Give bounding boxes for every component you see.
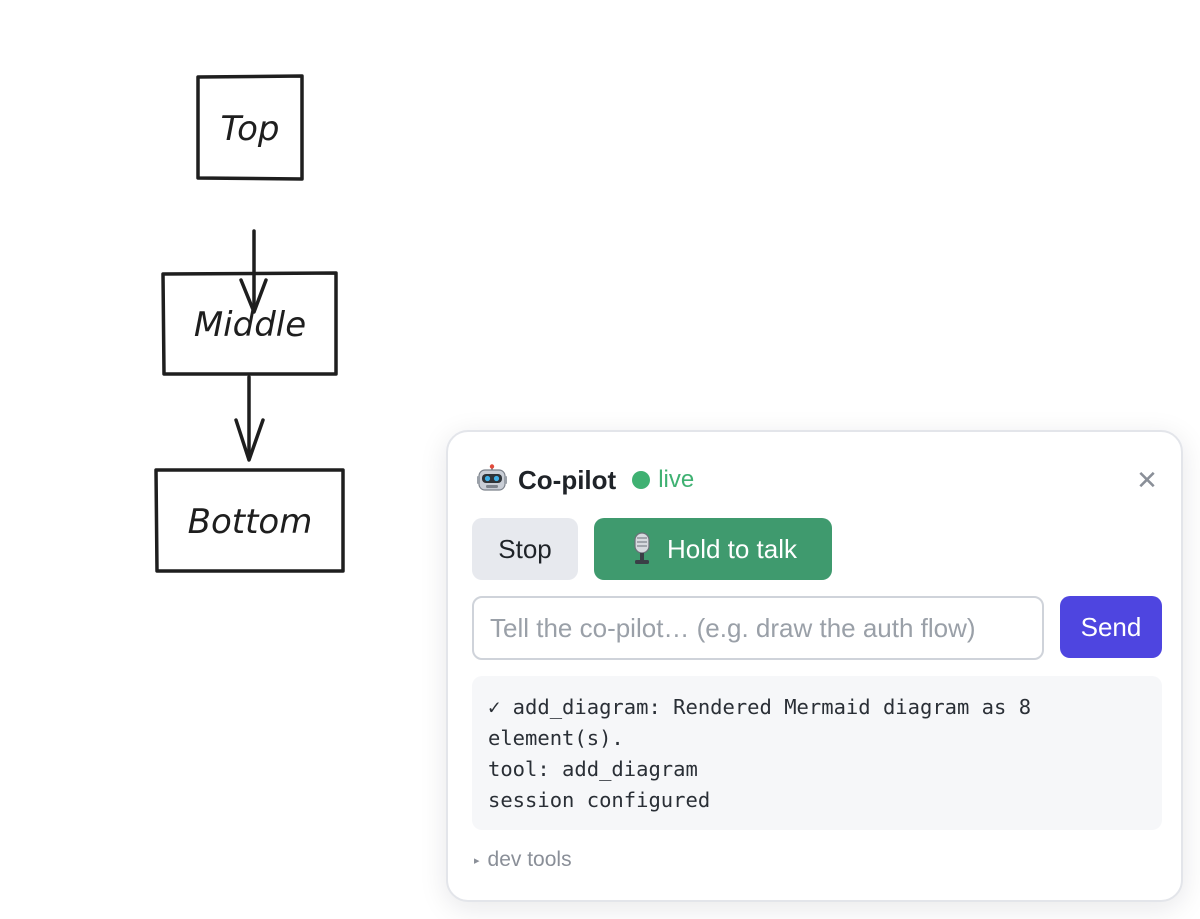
robot-icon	[474, 462, 510, 498]
log-line: session configured	[488, 788, 711, 812]
log-line: ✓ add_diagram: Rendered Mermaid diagram …	[488, 695, 1044, 750]
copilot-title: Co-pilot	[518, 464, 617, 495]
dev-tools-label: dev tools	[487, 848, 572, 871]
activity-log: ✓ add_diagram: Rendered Mermaid diagram …	[472, 676, 1162, 830]
diagram-node-bottom[interactable]: Bottom	[154, 468, 345, 573]
copilot-panel: Co-pilot live ✕ Stop Hold to talk Send	[446, 430, 1183, 902]
live-status-text: live	[658, 466, 695, 493]
prompt-row: Send	[472, 596, 1162, 660]
copilot-header: Co-pilot live	[474, 462, 694, 498]
diagram-node-middle[interactable]: Middle	[161, 271, 338, 376]
send-button[interactable]: Send	[1060, 596, 1162, 658]
node-label-bottom: Bottom	[188, 502, 313, 542]
disclosure-triangle-icon: ▸	[474, 854, 480, 867]
log-line: tool: add_diagram	[488, 757, 698, 781]
stop-button[interactable]: Stop	[472, 518, 578, 580]
node-label-middle: Middle	[194, 305, 306, 345]
arrow-top-to-middle[interactable]	[239, 229, 268, 314]
copilot-prompt-input[interactable]	[472, 596, 1044, 660]
hold-to-talk-label: Hold to talk	[666, 533, 798, 564]
microphone-icon	[629, 532, 655, 566]
voice-controls: Stop Hold to talk	[472, 518, 832, 580]
dev-tools-toggle[interactable]: ▸ dev tools	[474, 848, 572, 872]
arrow-middle-to-bottom[interactable]	[234, 375, 265, 462]
close-icon[interactable]: ✕	[1136, 465, 1158, 495]
hold-to-talk-button[interactable]: Hold to talk	[594, 518, 832, 580]
node-label-top: Top	[221, 109, 280, 149]
diagram-node-top[interactable]: Top	[196, 74, 304, 181]
live-status-dot-icon	[632, 471, 651, 489]
